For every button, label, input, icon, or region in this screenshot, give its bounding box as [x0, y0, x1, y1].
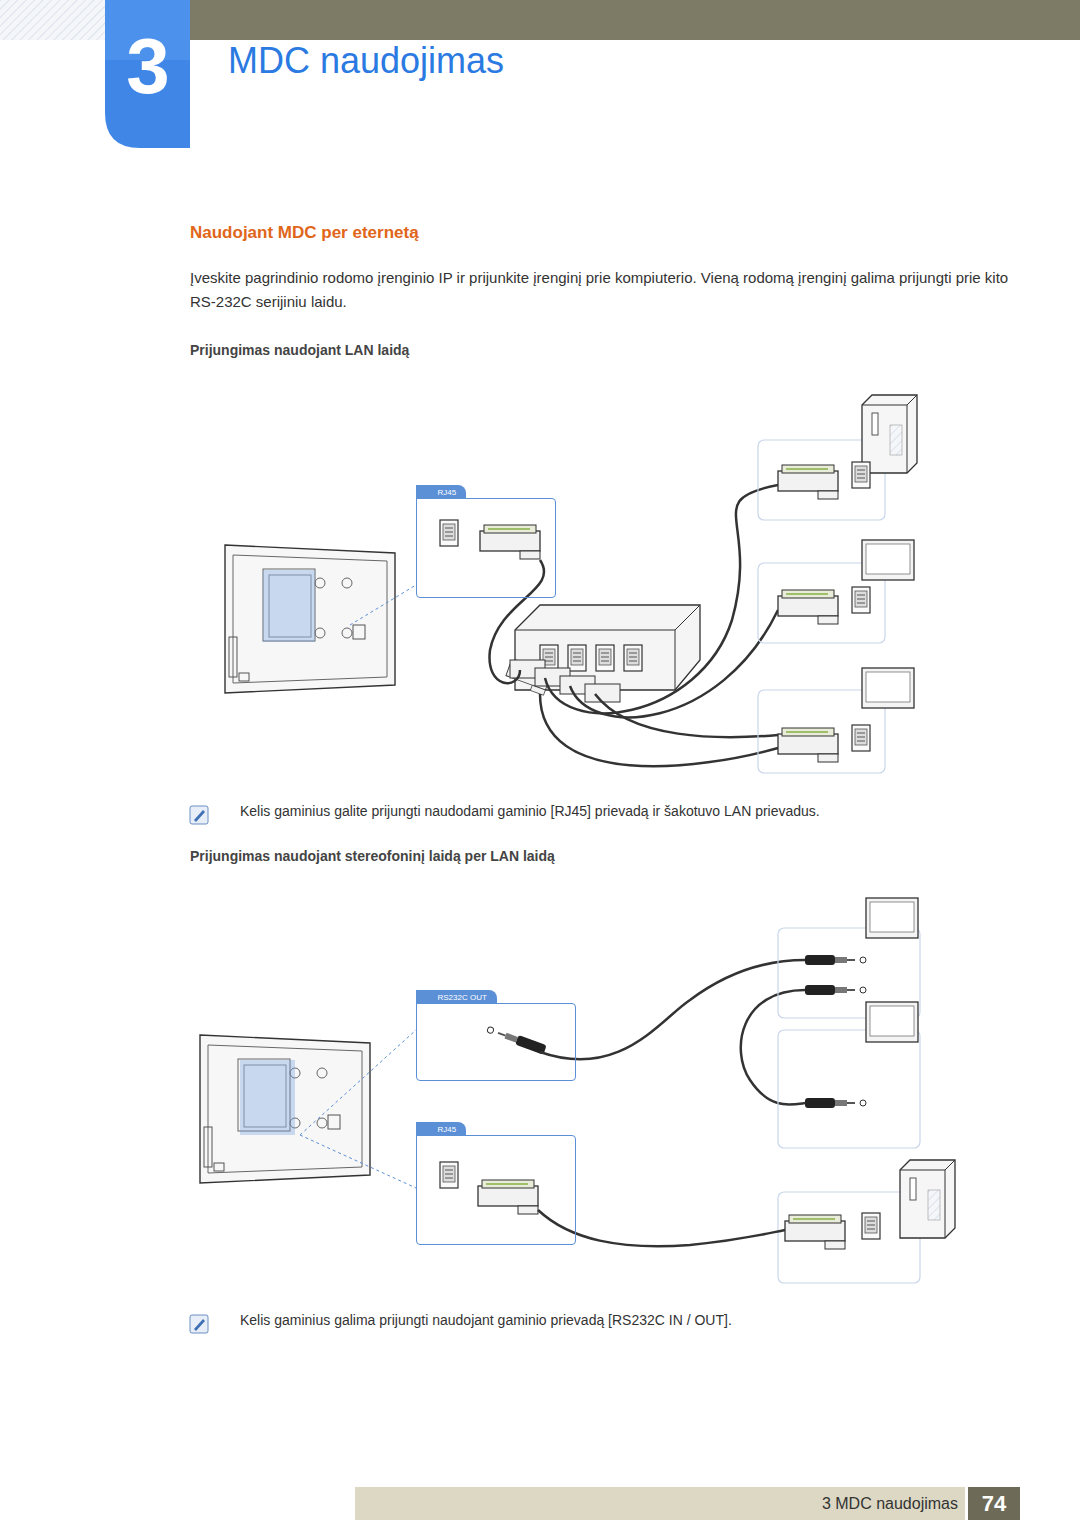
chapter-number: 3: [112, 18, 184, 116]
callout-box: RJ45: [416, 1135, 576, 1245]
note-text: Kelis gaminius galima prijungti naudojan…: [240, 1312, 1040, 1330]
port-label: RS232C OUT: [416, 990, 497, 1004]
chapter-title: MDC naudojimas: [228, 40, 504, 82]
footer-chapter: 3 MDC naudojimas: [700, 1494, 958, 1514]
section-heading: Naudojant MDC per eternetą: [190, 222, 790, 243]
page-number: 74: [968, 1490, 1020, 1518]
subheading: Prijungimas naudojant LAN laidą: [190, 342, 790, 360]
port-label: RJ45: [416, 485, 467, 499]
callout-box: RJ45: [416, 498, 556, 598]
port-label: RJ45: [416, 1122, 467, 1136]
body-text: Įveskite pagrindinio rodomo įrenginio IP…: [190, 266, 1020, 314]
subheading: Prijungimas naudojant stereofoninį laidą…: [190, 848, 890, 866]
callout-box: RS232C OUT: [416, 1003, 576, 1081]
note-text: Kelis gaminius galite prijungti naudodam…: [240, 803, 1040, 821]
